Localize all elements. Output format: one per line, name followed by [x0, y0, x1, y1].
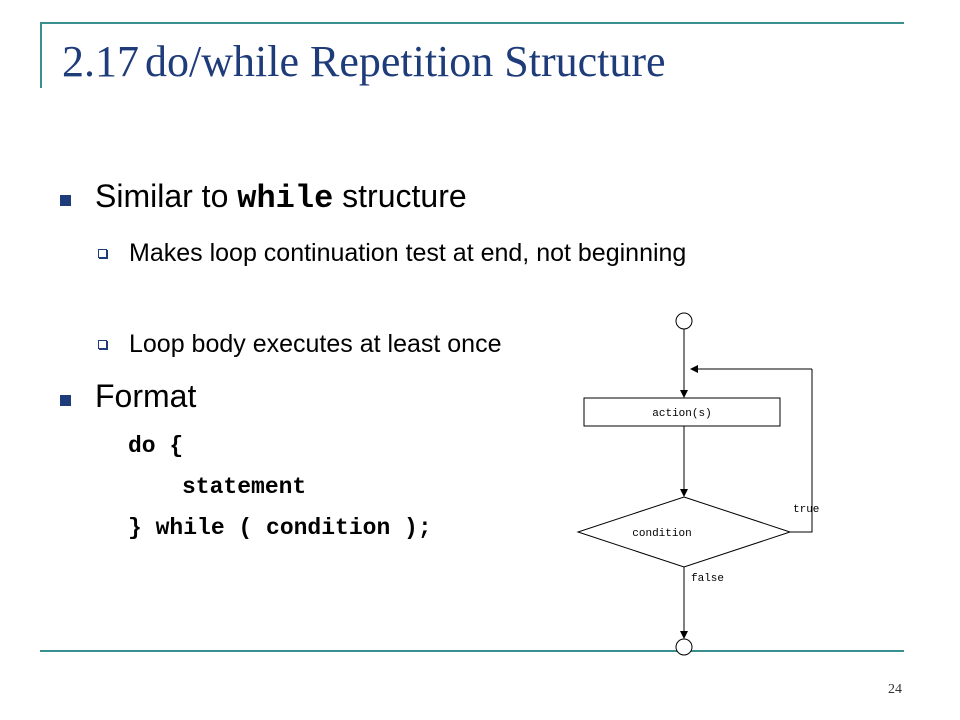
bullet-prefix: Similar to: [95, 178, 238, 214]
action-box: [583, 397, 781, 427]
flowchart-diagram: action(s) condition true false: [576, 312, 819, 656]
checkbox-bullet-icon: [98, 249, 107, 258]
bullet-text: Format: [95, 378, 197, 414]
square-bullet-icon: [60, 195, 71, 206]
bullet-text: Similar to while structure: [95, 178, 467, 217]
checkbox-bullet-icon: [98, 340, 107, 349]
start-node: [675, 312, 693, 330]
inline-code-while: while: [237, 180, 334, 217]
square-bullet-icon: [60, 395, 71, 406]
code-line-statement: statement: [182, 474, 307, 500]
top-vertical-rule: [40, 22, 42, 88]
true-label: true: [793, 504, 819, 516]
code-line-while: } while ( condition );: [128, 515, 432, 541]
condition-label: condition: [632, 528, 691, 540]
sub-bullet-text: Makes loop continuation test at end, not…: [129, 239, 687, 267]
title-number: 2.17: [62, 37, 139, 86]
bullet-suffix: structure: [333, 178, 467, 214]
page-number: 24: [888, 682, 902, 697]
bottom-rule: [40, 650, 904, 652]
action-label: action(s): [652, 408, 711, 420]
sub-bullet-text: Loop body executes at least once: [129, 330, 502, 358]
false-label: false: [691, 573, 724, 585]
code-line-do: do {: [128, 433, 184, 459]
top-rule: [40, 22, 904, 24]
true-path: [790, 369, 813, 533]
title-text: do/while Repetition Structure: [145, 37, 666, 86]
end-node: [675, 638, 693, 656]
